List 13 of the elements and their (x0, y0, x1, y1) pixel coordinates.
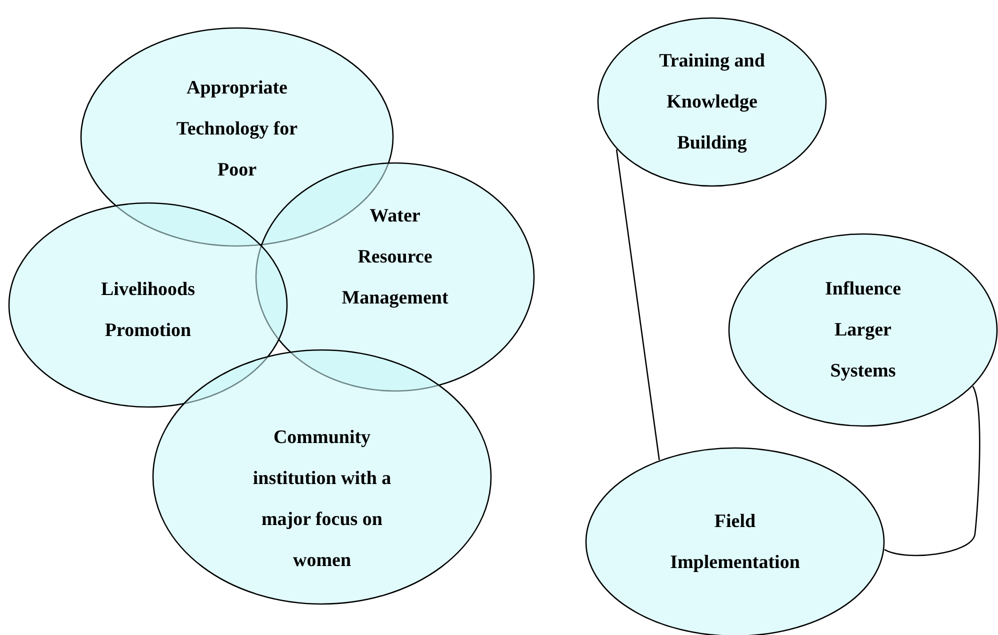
connector-line (884, 386, 980, 556)
ellipse-node (152, 349, 492, 605)
node-label: Appropriate Technology for Poor (175, 76, 299, 182)
ellipse-node (8, 202, 288, 408)
node-label: Training and Knowledge Building (658, 50, 766, 156)
connector-line (616, 149, 660, 460)
ellipse-node (728, 233, 998, 427)
node-label: Field Implementation (669, 510, 801, 575)
node-label: Water Resource Management (340, 204, 450, 310)
node-label: Influence Larger Systems (824, 278, 902, 384)
ellipse-node (597, 17, 827, 187)
node-label: Community institution with a major focus on women (252, 426, 392, 573)
node-label: Livelihoods Promotion (100, 278, 196, 343)
